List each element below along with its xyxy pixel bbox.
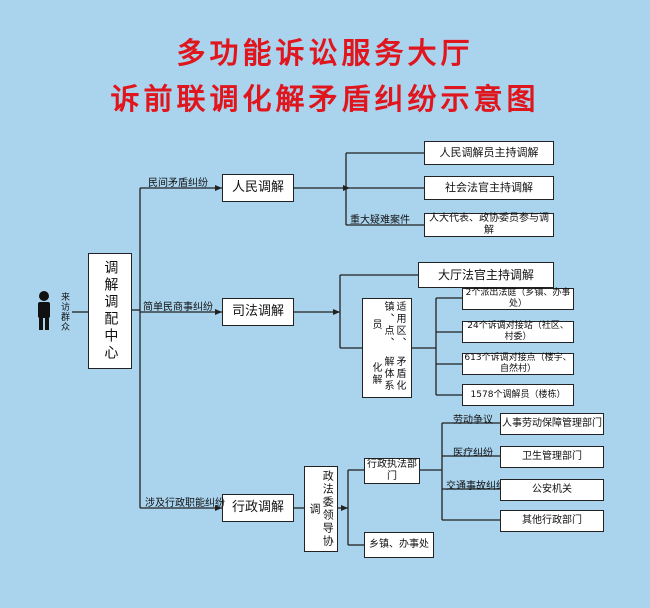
edge-label-medical: 医疗纠纷 <box>453 448 493 459</box>
civil-target-node: 人民调解员主持调解 <box>424 141 554 165</box>
admin-target-node: 卫生管理部门 <box>500 446 604 468</box>
admin-target-node: 其他行政部门 <box>500 510 604 532</box>
judicial-system-right: 矛盾化解体系化解 <box>370 355 405 392</box>
administrative-mediation-node: 行政调解 <box>222 494 294 522</box>
edge-label-simple: 简单民商事纠纷 <box>143 302 213 313</box>
person-icon <box>38 291 50 330</box>
edge-label-civil: 民间矛盾纠纷 <box>148 178 208 189</box>
people-mediation-node: 人民调解 <box>222 174 294 202</box>
judicial-target-node: 1578个调解员（楼栋） <box>462 384 574 406</box>
edge-label-labor: 劳动争议 <box>453 415 493 426</box>
civil-target-node: 人大代表、政协委员参与调解 <box>424 213 554 237</box>
civil-target-node: 社会法官主持调解 <box>424 176 554 200</box>
judicial-mediation-node: 司法调解 <box>222 298 294 326</box>
admin-target-node: 公安机关 <box>500 479 604 501</box>
judicial-system-node: 适用区、镇、点、员 矛盾化解体系化解 <box>362 298 412 398</box>
township-node: 乡镇、办事处 <box>364 532 434 558</box>
admin-target-node: 人事劳动保障管理部门 <box>500 413 604 435</box>
judicial-target-node: 2个派出法庭（乡镇、办事处） <box>462 288 574 310</box>
visitor-label: 来访群众 <box>59 292 69 332</box>
hall-judge-node: 大厅法官主持调解 <box>418 262 554 288</box>
political-committee-node: 政法委领导协调 <box>304 466 338 552</box>
judicial-target-node: 613个诉调对接点（楼宇、自然村） <box>462 353 574 375</box>
edge-label-traffic: 交通事故纠纷 <box>446 481 506 492</box>
title-line1: 多功能诉讼服务大厅 <box>176 36 474 70</box>
judicial-target-node: 24个诉调对接站（社区、村委） <box>462 321 574 343</box>
judicial-system-left: 适用区、镇、点、员 <box>370 300 405 349</box>
law-enforcement-node: 行政执法部门 <box>364 458 420 484</box>
mediation-center-node: 调解调配中心 <box>88 253 132 369</box>
edge-label-major: 重大疑难案件 <box>350 215 410 226</box>
edge-label-admin: 涉及行政职能纠纷 <box>145 498 225 509</box>
title-line2: 诉前联调化解矛盾纠纷示意图 <box>110 82 540 116</box>
